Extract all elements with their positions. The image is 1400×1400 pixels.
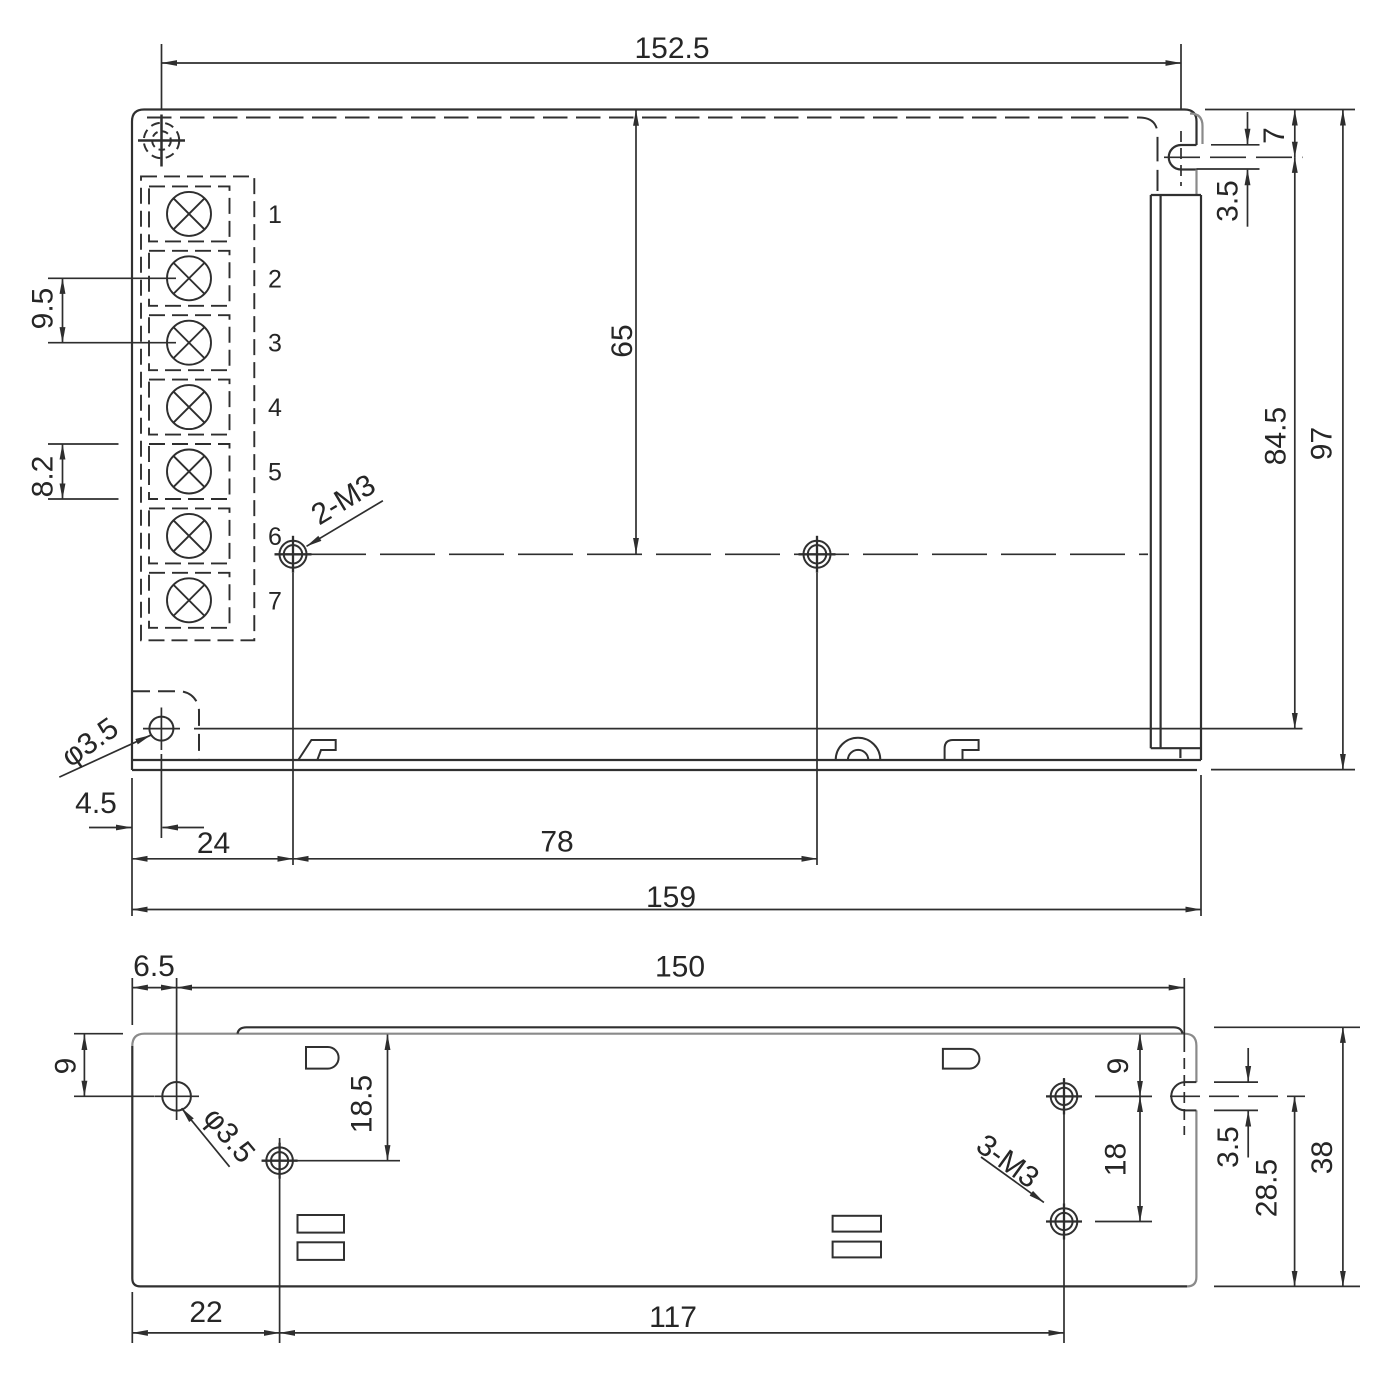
- svg-text:18.5: 18.5: [346, 1075, 379, 1133]
- svg-text:3.5: 3.5: [1212, 1126, 1245, 1168]
- svg-text:18: 18: [1100, 1143, 1133, 1176]
- svg-text:97: 97: [1306, 427, 1339, 460]
- svg-text:159: 159: [646, 881, 696, 914]
- svg-text:5: 5: [268, 459, 282, 487]
- svg-text:150: 150: [655, 951, 705, 984]
- svg-text:2: 2: [268, 265, 282, 293]
- svg-text:65: 65: [606, 324, 639, 357]
- svg-text:38: 38: [1306, 1141, 1339, 1174]
- svg-text:117: 117: [649, 1301, 697, 1334]
- svg-text:152.5: 152.5: [634, 32, 709, 65]
- svg-text:1: 1: [268, 201, 282, 229]
- svg-text:9: 9: [50, 1058, 83, 1075]
- svg-text:4.5: 4.5: [75, 787, 117, 820]
- svg-text:6.5: 6.5: [133, 950, 175, 983]
- svg-text:8.2: 8.2: [27, 456, 60, 498]
- svg-text:3.5: 3.5: [1212, 180, 1245, 222]
- svg-text:7: 7: [268, 587, 282, 615]
- svg-text:28.5: 28.5: [1251, 1159, 1284, 1217]
- svg-text:3: 3: [268, 330, 282, 358]
- svg-text:4: 4: [268, 394, 282, 422]
- svg-text:24: 24: [197, 827, 230, 860]
- svg-text:9.5: 9.5: [27, 288, 60, 330]
- svg-text:9: 9: [1102, 1058, 1135, 1075]
- svg-text:7: 7: [1258, 127, 1291, 144]
- svg-text:78: 78: [540, 826, 573, 859]
- svg-text:6: 6: [268, 523, 282, 551]
- svg-text:22: 22: [189, 1296, 222, 1329]
- svg-text:84.5: 84.5: [1260, 407, 1293, 465]
